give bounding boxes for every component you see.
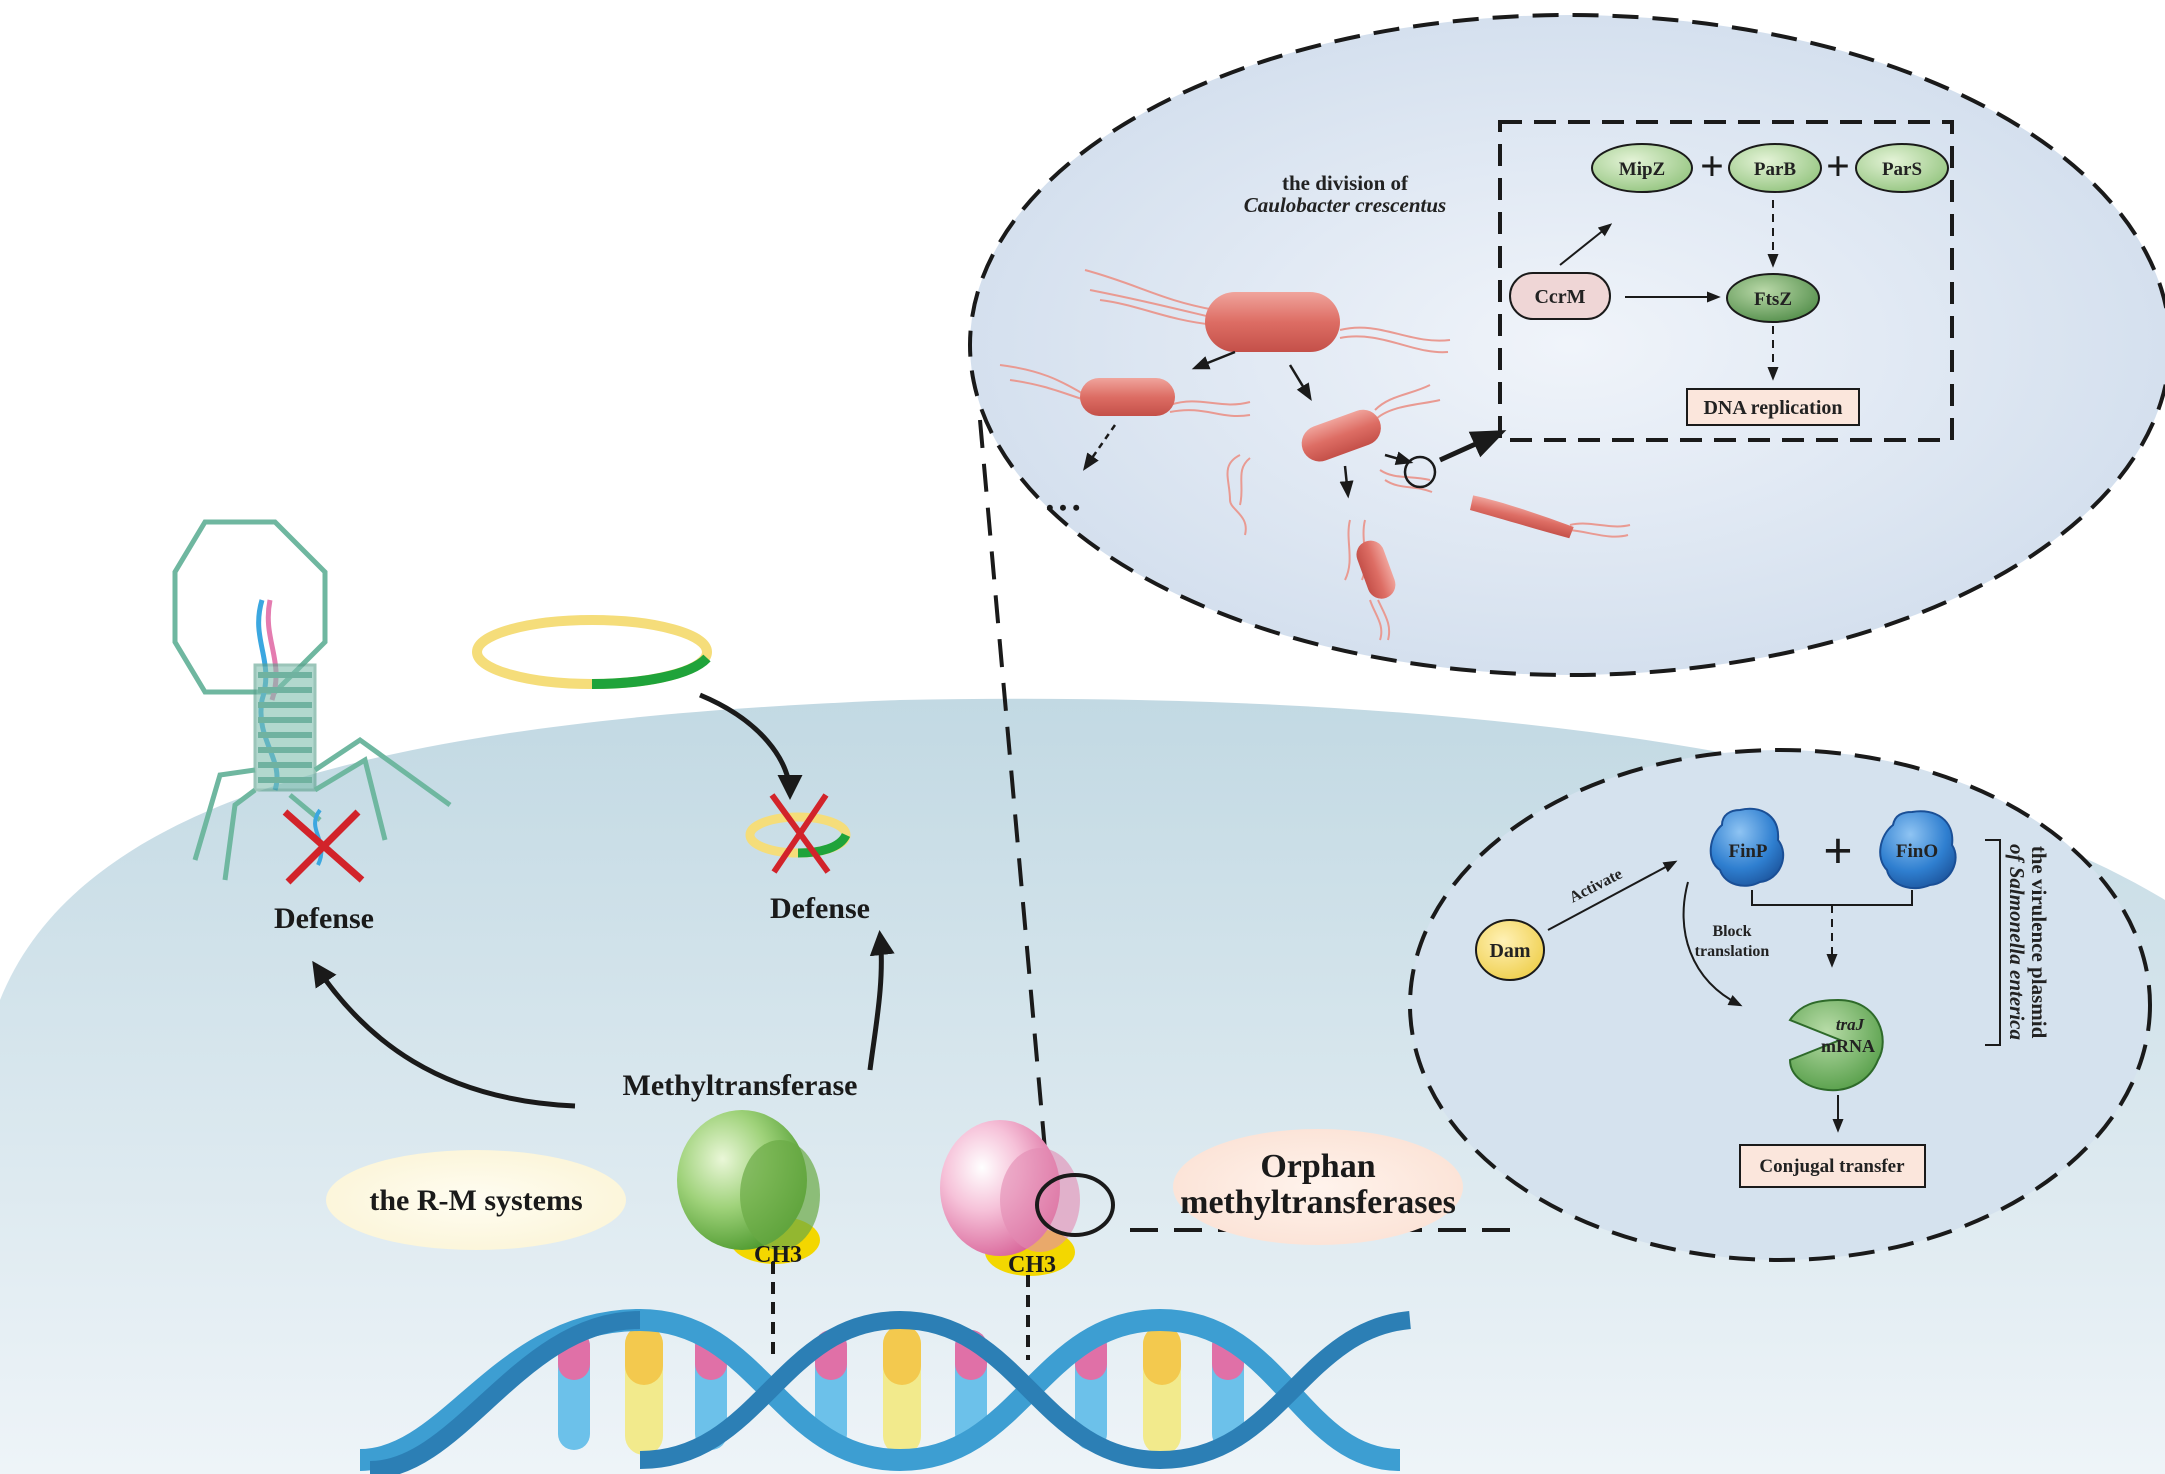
salmonella-side-line2: of Salmonella enterica bbox=[2005, 844, 2029, 1040]
dna-base-pair bbox=[558, 1330, 590, 1450]
traj-label-line1: traJ bbox=[1836, 1015, 1865, 1034]
ellipsis-text: • • • bbox=[1046, 495, 1080, 520]
zoom-bubble-caulobacter bbox=[968, 13, 2165, 677]
plus-sign: + bbox=[1826, 144, 1850, 190]
division-arrow bbox=[1384, 451, 1414, 465]
arrow-to-defense-right bbox=[867, 930, 895, 1071]
cross-mark-icon bbox=[282, 809, 365, 885]
traj-label-line2: mRNA bbox=[1821, 1036, 1875, 1056]
caulobacter-pathway-box bbox=[1498, 120, 1954, 442]
plus-sign: + bbox=[1700, 144, 1724, 190]
dna-replication-node bbox=[1686, 388, 1860, 426]
salmonella-bracket bbox=[1985, 839, 2001, 1046]
finp-blob bbox=[1709, 807, 1785, 887]
pathway-arrow bbox=[1559, 223, 1613, 266]
ccrm-label: CcrM bbox=[1534, 286, 1585, 308]
dna-strand bbox=[369, 1310, 1412, 1474]
rm-systems-bubble bbox=[326, 1150, 626, 1250]
traj-mrna bbox=[1788, 998, 1884, 1092]
methyltransferase-label: Methyltransferase bbox=[623, 1069, 858, 1102]
dam-to-traj-arrow bbox=[1682, 881, 1743, 1007]
arrow-to-defense-left bbox=[312, 960, 576, 1109]
parb-node bbox=[1728, 143, 1822, 193]
caulobacter-title-line1: the division of bbox=[1282, 171, 1409, 195]
flagella bbox=[999, 269, 1631, 641]
activate-arrow bbox=[1547, 860, 1678, 931]
block-label-line1: Block bbox=[1712, 923, 1751, 940]
division-arrow bbox=[1082, 424, 1117, 471]
ftsz-node bbox=[1726, 273, 1820, 323]
finp-label: FinP bbox=[1728, 841, 1767, 862]
fino-blob bbox=[1879, 810, 1957, 890]
dna-base-pair bbox=[1143, 1325, 1181, 1455]
caulobacter-title-line2: Caulobacter crescentus bbox=[1244, 193, 1446, 217]
zoom-focus-circle bbox=[1403, 455, 1437, 489]
orphan-bubble bbox=[1173, 1129, 1463, 1245]
mipz-label: MipZ bbox=[1619, 159, 1665, 180]
dam-node bbox=[1475, 919, 1545, 981]
zoom-arrow bbox=[1438, 430, 1507, 463]
division-arrow bbox=[1339, 465, 1354, 499]
dna-double-helix bbox=[359, 1308, 1412, 1474]
arrow-to-plasmid bbox=[699, 692, 803, 800]
pars-node bbox=[1855, 143, 1949, 193]
conjugal-transfer-label: Conjugal transfer bbox=[1759, 1156, 1905, 1177]
block-label-line2: translation bbox=[1695, 943, 1770, 960]
defense-label-right: Defense bbox=[770, 892, 870, 925]
ccrm-node bbox=[1509, 272, 1611, 320]
plus-sign-bottom: + bbox=[1823, 823, 1853, 880]
dam-label: Dam bbox=[1489, 940, 1530, 962]
blocked-plasmid bbox=[745, 812, 851, 858]
defense-label-left: Defense bbox=[274, 902, 374, 935]
parb-label: ParB bbox=[1754, 159, 1797, 180]
bacteriophage bbox=[172, 519, 452, 881]
green-methyltransferase bbox=[677, 1110, 820, 1264]
division-arrow bbox=[1288, 364, 1312, 401]
rm-systems-label: the R-M systems bbox=[369, 1184, 582, 1217]
cross-mark-icon bbox=[769, 793, 831, 874]
orphan-label-line1: Orphan bbox=[1260, 1148, 1375, 1185]
plasmid bbox=[472, 615, 712, 689]
zoom-connector-line bbox=[978, 419, 1047, 1151]
conjugal-transfer-node bbox=[1739, 1144, 1926, 1188]
zoom-bubble-salmonella bbox=[1408, 748, 2152, 1262]
ch3-label-right: CH3 bbox=[1008, 1252, 1056, 1278]
mipz-node bbox=[1591, 143, 1693, 193]
pink-methyltransferase bbox=[940, 1120, 1115, 1276]
fino-label: FinO bbox=[1896, 841, 1938, 862]
dna-replication-label: DNA replication bbox=[1703, 397, 1842, 419]
ftsz-label: FtsZ bbox=[1754, 289, 1792, 310]
division-arrow bbox=[1191, 350, 1236, 370]
salmonella-side-line1: the virulence plasmid bbox=[2027, 846, 2051, 1039]
pars-label: ParS bbox=[1882, 159, 1922, 180]
orphan-label-line2: methyltransferases bbox=[1180, 1184, 1456, 1221]
bacteria-cluster bbox=[999, 269, 1631, 641]
ch3-label-left: CH3 bbox=[754, 1242, 802, 1268]
dna-base-pair bbox=[625, 1325, 663, 1455]
dna-base-pair bbox=[883, 1325, 921, 1455]
